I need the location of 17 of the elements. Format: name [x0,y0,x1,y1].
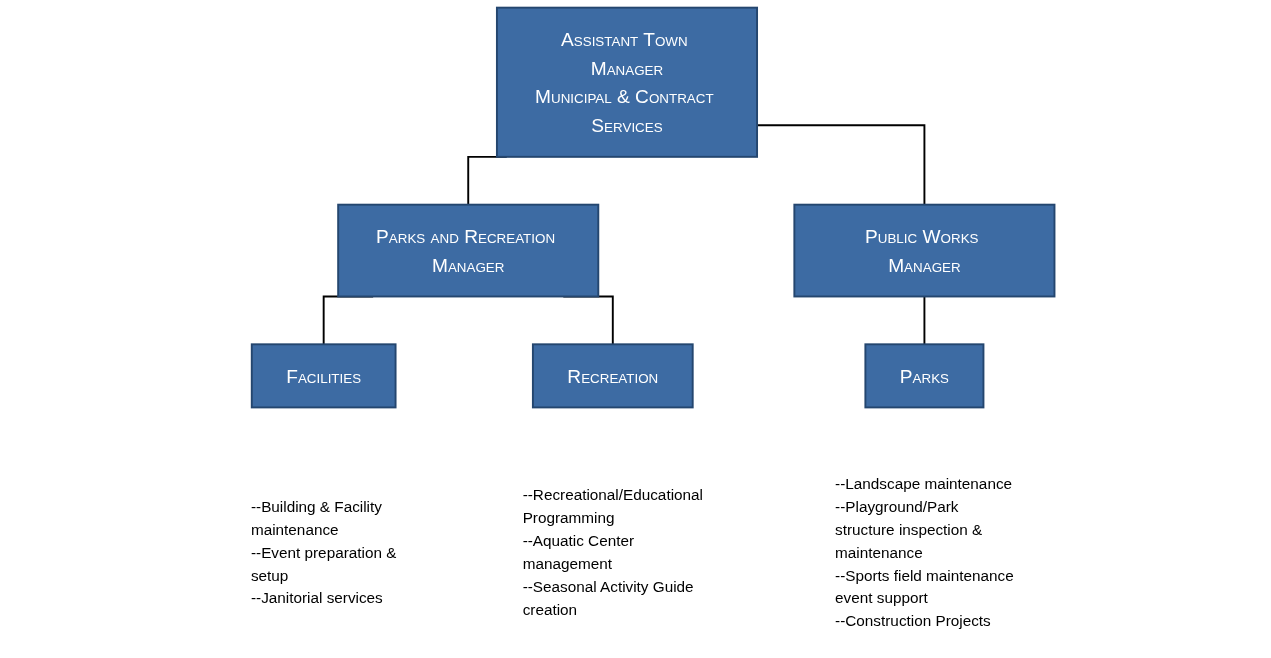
node-label: --Playground/Park structure inspection & maintenance [835,498,983,561]
node-label: --Aquatic Center management [522,532,635,572]
node-label: --Building & Facility maintenance [250,498,382,538]
connector [923,295,926,346]
node-box: Parks and Recreation Manager [337,203,600,298]
node-box: Recreation [531,343,694,409]
node-box: Assistant Town Manager Municipal & Contract Services [495,6,758,158]
node-label: --Construction Projects [835,613,991,630]
node-box: Public Works Manager [793,203,1056,298]
node-label: --Event preparation & setup [250,544,397,584]
node-label: --Janitorial services [250,590,383,607]
node-label: --Recreational/Educational Programming [522,486,703,527]
node-box: Parks [864,343,985,409]
node-label: --Sports field maintenance event support [835,567,1014,607]
node-label: --Seasonal Activity Guide creation [522,578,694,618]
node-label: --Landscape maintenance [835,475,1013,492]
node-box: Facilities [250,343,397,409]
